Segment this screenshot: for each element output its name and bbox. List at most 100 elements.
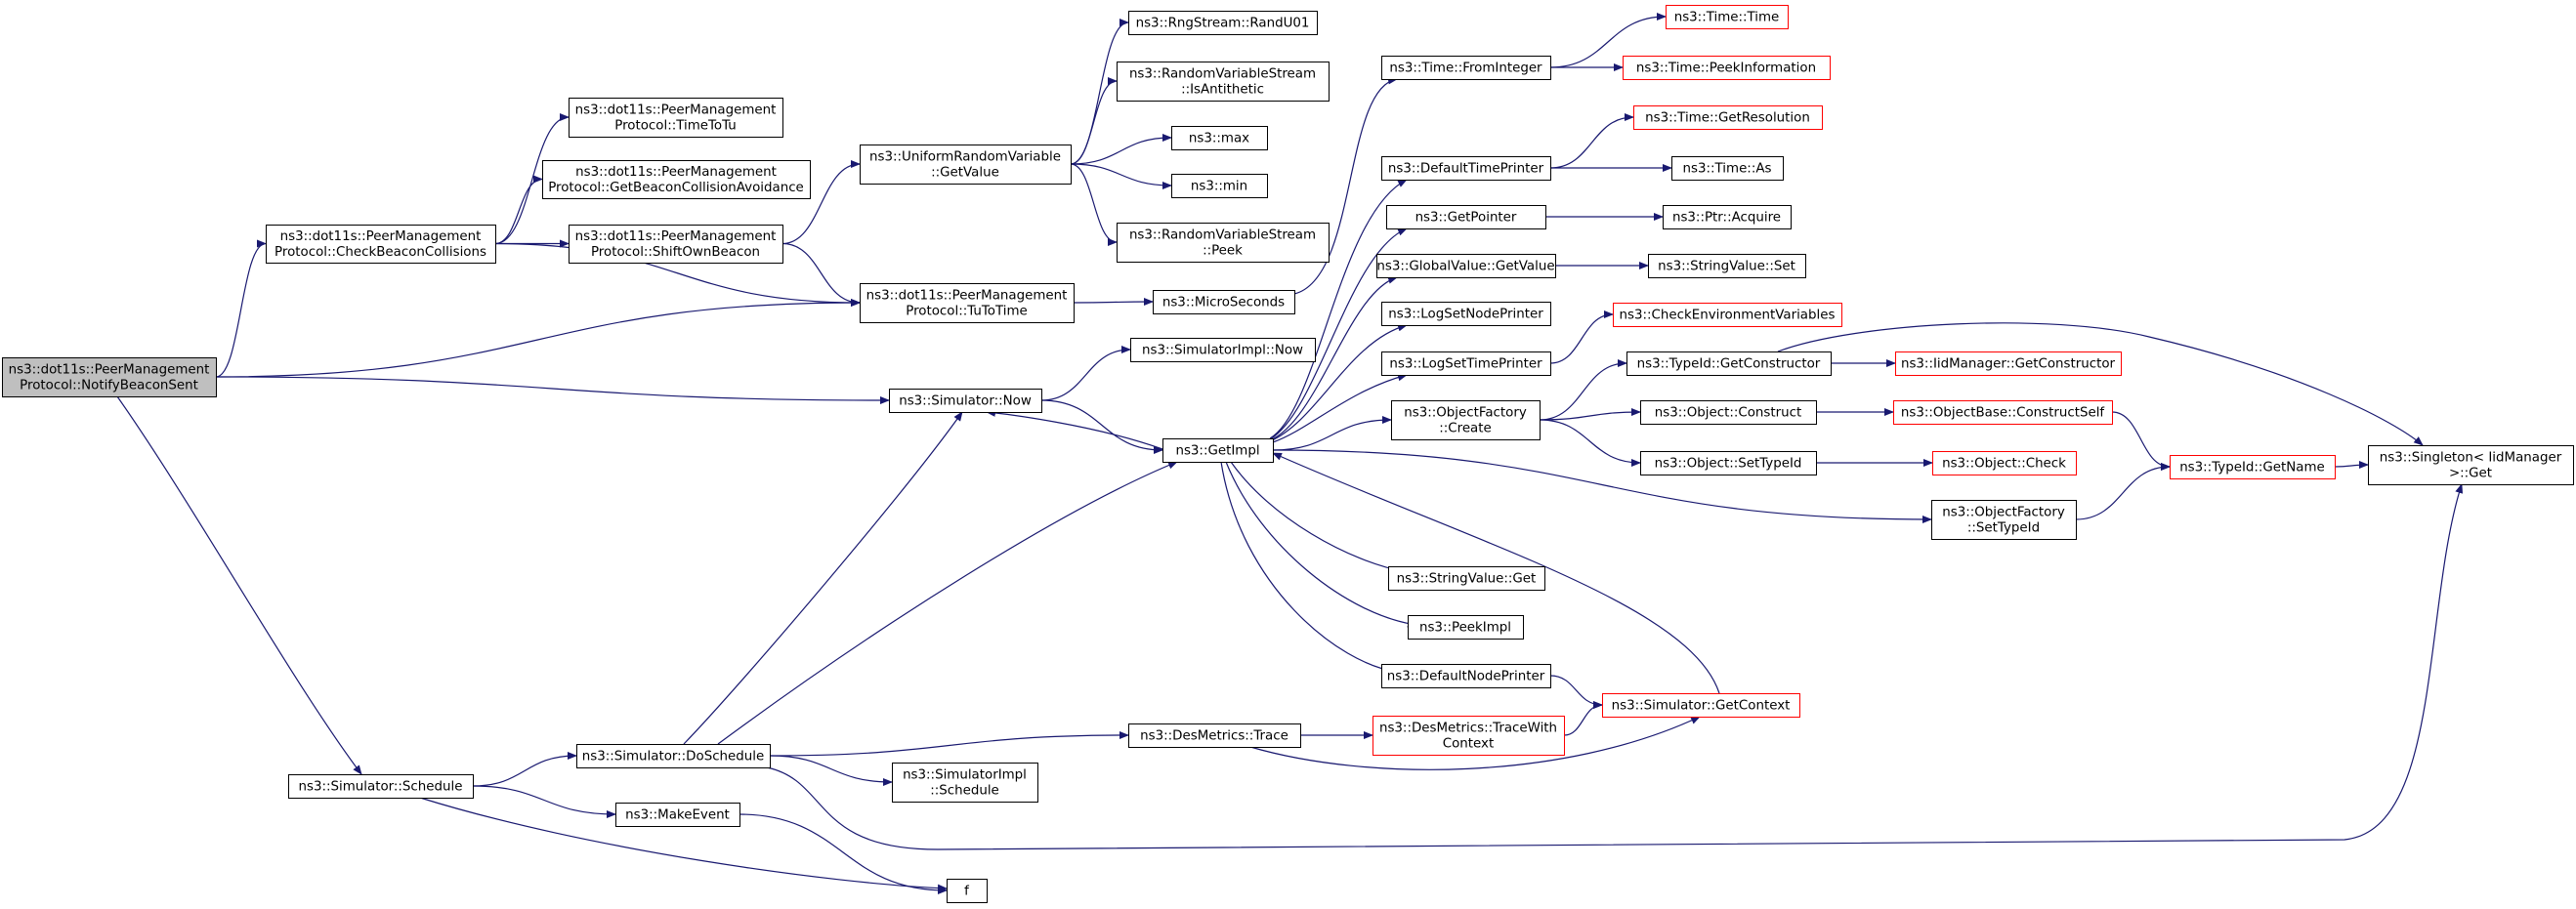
edge-simulatorNow-to-simulatorImplNow — [1040, 346, 1131, 401]
node-label-line: ns3::SimulatorImpl — [903, 768, 1027, 783]
node-box — [1663, 205, 1792, 229]
node-box — [1391, 400, 1541, 440]
edge-typeIdGetName-to-singletonGet — [2334, 461, 2369, 470]
node-stringValueSet[interactable]: ns3::StringValue::Set — [1648, 254, 1806, 278]
node-box — [1381, 351, 1551, 376]
edge-constructSelf-to-typeIdGetName — [2111, 411, 2171, 471]
edge-getImpl-to-stringValueGet — [1230, 461, 1408, 575]
node-getResolution[interactable]: ns3::Time::GetResolution — [1633, 105, 1823, 130]
node-constructSelf[interactable]: ns3::ObjectBase::ConstructSelf — [1893, 400, 2113, 425]
node-simulatorImplNow[interactable]: ns3::SimulatorImpl::Now — [1130, 338, 1316, 362]
edge-desTrace-to-getContext — [1249, 716, 1701, 770]
node-label-line: ns3::Ptr::Acquire — [1672, 211, 1781, 226]
node-box — [1640, 451, 1817, 475]
node-label-line: ns3::StringValue::Get — [1397, 572, 1537, 587]
node-timeAs[interactable]: ns3::Time::As — [1671, 156, 1784, 181]
node-microSeconds[interactable]: ns3::MicroSeconds — [1153, 290, 1295, 314]
node-getPointer[interactable]: ns3::GetPointer — [1386, 205, 1546, 229]
node-label-line: ns3::min — [1191, 180, 1247, 194]
node-min[interactable]: ns3::min — [1171, 174, 1268, 198]
node-label-line: ns3::Time::Time — [1674, 11, 1780, 25]
node-label-line: ns3::LogSetTimePrinter — [1389, 357, 1542, 372]
node-timeTime[interactable]: ns3::Time::Time — [1666, 5, 1789, 29]
node-max[interactable]: ns3::max — [1171, 126, 1268, 150]
node-label-line: ns3::Time::PeekInformation — [1636, 62, 1816, 76]
node-label-line: ::Create — [1439, 422, 1492, 436]
node-iidGetConstructor[interactable]: ns3::IidManager::GetConstructor — [1895, 351, 2122, 376]
node-globalValueGet[interactable]: ns3::GlobalValue::GetValue — [1376, 254, 1556, 278]
edge-doSchedule-to-singletonGet — [766, 483, 2464, 850]
node-peek[interactable]: ns3::RandomVariableStream::Peek — [1117, 223, 1330, 263]
edge-getContext-to-getImpl — [1272, 452, 1720, 694]
node-defaultNodePrinter[interactable]: ns3::DefaultNodePrinter — [1381, 664, 1551, 688]
node-objectCheck[interactable]: ns3::Object::Check — [1932, 451, 2077, 475]
edge-fromInteger-to-timeTime — [1549, 13, 1667, 68]
node-checkBeacon[interactable]: ns3::dot11s::PeerManagementProtocol::Che… — [266, 225, 496, 264]
edge-getImpl-to-objectFactoryCreate — [1272, 416, 1392, 451]
node-logSetNodePrinter[interactable]: ns3::LogSetNodePrinter — [1381, 302, 1551, 326]
node-f[interactable]: f — [947, 879, 988, 903]
node-typeIdGetName[interactable]: ns3::TypeId::GetName — [2170, 455, 2336, 479]
node-checkEnvVars[interactable]: ns3::CheckEnvironmentVariables — [1613, 303, 1842, 327]
edge-tuToTime-to-microSeconds — [1073, 298, 1154, 307]
node-getContext[interactable]: ns3::Simulator::GetContext — [1602, 693, 1800, 718]
node-label-line: ns3::dot11s::PeerManagement — [280, 229, 482, 244]
node-label-line: ns3::GetImpl — [1175, 444, 1259, 459]
node-timeToTu[interactable]: ns3::dot11s::PeerManagementProtocol::Tim… — [569, 98, 783, 138]
node-label-line: ns3::MakeEvent — [625, 808, 730, 823]
node-tuToTime[interactable]: ns3::dot11s::PeerManagementProtocol::TuT… — [860, 283, 1075, 323]
node-box — [1932, 451, 2077, 475]
node-box — [1381, 56, 1551, 80]
node-label-line: ns3::PeekImpl — [1419, 621, 1511, 636]
edge-root-to-tuToTime — [215, 299, 861, 378]
node-label-line: ns3::dot11s::PeerManagement — [575, 165, 777, 180]
node-peekInformation[interactable]: ns3::Time::PeekInformation — [1623, 56, 1831, 80]
node-objectConstruct[interactable]: ns3::Object::Construct — [1640, 400, 1817, 425]
node-box — [1117, 223, 1330, 263]
node-logSetTimePrinter[interactable]: ns3::LogSetTimePrinter — [1381, 351, 1551, 376]
node-label-line: ns3::DesMetrics::Trace — [1140, 729, 1288, 744]
node-ptrAcquire[interactable]: ns3::Ptr::Acquire — [1663, 205, 1792, 229]
node-simulatorNow[interactable]: ns3::Simulator::Now — [889, 389, 1042, 413]
node-desTrace[interactable]: ns3::DesMetrics::Trace — [1128, 723, 1301, 748]
node-simImplSchedule[interactable]: ns3::SimulatorImpl::Schedule — [892, 763, 1038, 803]
node-objectFactoryCreate[interactable]: ns3::ObjectFactory::Create — [1391, 400, 1541, 440]
edge-doSchedule-to-getImpl — [717, 461, 1178, 745]
node-shiftOwnBeacon[interactable]: ns3::dot11s::PeerManagementProtocol::Shi… — [569, 225, 783, 264]
node-label-line: ::SetTypeId — [1967, 521, 2040, 536]
edge-uniformGetValue-to-isAntithetic — [1070, 77, 1118, 165]
edge-factorySetTypeId-to-typeIdGetName — [2075, 463, 2171, 520]
node-box — [1381, 302, 1551, 326]
node-box — [2170, 455, 2336, 479]
node-label-line: ns3::TypeId::GetConstructor — [1637, 357, 1821, 372]
node-peekImpl[interactable]: ns3::PeekImpl — [1408, 615, 1524, 640]
edge-checkBeacon-to-tuToTime — [494, 242, 861, 307]
node-typeIdGetConstructor[interactable]: ns3::TypeId::GetConstructor — [1626, 351, 1832, 376]
node-defaultTimePrinter[interactable]: ns3::DefaultTimePrinter — [1381, 156, 1551, 181]
node-factorySetTypeId[interactable]: ns3::ObjectFactory::SetTypeId — [1931, 500, 2077, 540]
node-box — [1893, 400, 2113, 425]
node-simulatorSchedule[interactable]: ns3::Simulator::Schedule — [288, 774, 474, 799]
edge-uniformGetValue-to-peek — [1070, 163, 1118, 246]
node-uniformGetValue[interactable]: ns3::UniformRandomVariable::GetValue — [860, 145, 1072, 185]
node-makeEvent[interactable]: ns3::MakeEvent — [615, 803, 740, 827]
node-getBeaconAvoid[interactable]: ns3::dot11s::PeerManagementProtocol::Get… — [542, 160, 811, 199]
node-label-line: ns3::dot11s::PeerManagement — [866, 289, 1068, 304]
node-singletonGet[interactable]: ns3::Singleton< IidManager >::Get — [2368, 445, 2574, 485]
node-randU01[interactable]: ns3::RngStream::RandU01 — [1128, 11, 1318, 35]
node-fromInteger[interactable]: ns3::Time::FromInteger — [1381, 56, 1551, 80]
node-doSchedule[interactable]: ns3::Simulator::DoSchedule — [576, 744, 771, 768]
node-objectSetTypeId[interactable]: ns3::Object::SetTypeId — [1640, 451, 1817, 475]
edge-objectFactoryCreate-to-objectSetTypeId — [1539, 419, 1641, 467]
node-box — [1602, 693, 1800, 718]
node-stringValueGet[interactable]: ns3::StringValue::Get — [1388, 566, 1545, 591]
node-box — [1640, 400, 1817, 425]
node-label-line: ns3::UniformRandomVariable — [869, 150, 1061, 165]
node-label-line: ns3::RngStream::RandU01 — [1136, 17, 1310, 31]
node-isAntithetic[interactable]: ns3::RandomVariableStream::IsAntithetic — [1117, 62, 1330, 102]
node-label-line: Protocol::GetBeaconCollisionAvoidance — [548, 181, 804, 195]
node-getImpl[interactable]: ns3::GetImpl — [1162, 438, 1274, 463]
node-box — [1171, 126, 1268, 150]
